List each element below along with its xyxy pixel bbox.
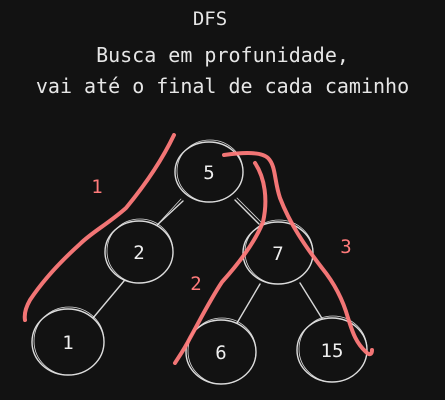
- edge-5-2-sketch: [156, 198, 182, 226]
- path-label-1: 1: [91, 176, 102, 198]
- node-label-2: 2: [133, 242, 144, 264]
- traversal-path-1: [22, 133, 176, 322]
- tree-node-5: [174, 139, 244, 203]
- node-label-1: 1: [62, 332, 73, 354]
- traversal-path-2: [173, 161, 268, 365]
- tree-node-1: [31, 306, 105, 376]
- node-label-7: 7: [272, 243, 283, 265]
- subtitle-line-1: Busca em profunidade,: [96, 43, 349, 67]
- node-label-5: 5: [203, 162, 214, 184]
- path-label-2: 2: [190, 273, 201, 295]
- edge-7-6: [236, 283, 261, 324]
- tree-node-2: [104, 218, 174, 284]
- edge-7-15: [299, 282, 324, 321]
- subtitle-line-2: vai até o final de cada caminho: [35, 74, 410, 98]
- edge-2-1: [92, 280, 125, 319]
- edge-5-7: [234, 199, 260, 225]
- diagram-subtitle: Busca em profunidade, vai até o final de…: [0, 40, 445, 102]
- traversal-path-3: [222, 151, 374, 357]
- node-label-6: 6: [215, 342, 226, 364]
- edge-5-7-sketch: [236, 197, 262, 223]
- path-label-3: 3: [340, 236, 351, 258]
- diagram-title: DFS: [192, 8, 228, 30]
- tree-node-15: [296, 315, 368, 383]
- tree-node-6: [185, 317, 257, 385]
- node-label-15: 15: [321, 340, 344, 362]
